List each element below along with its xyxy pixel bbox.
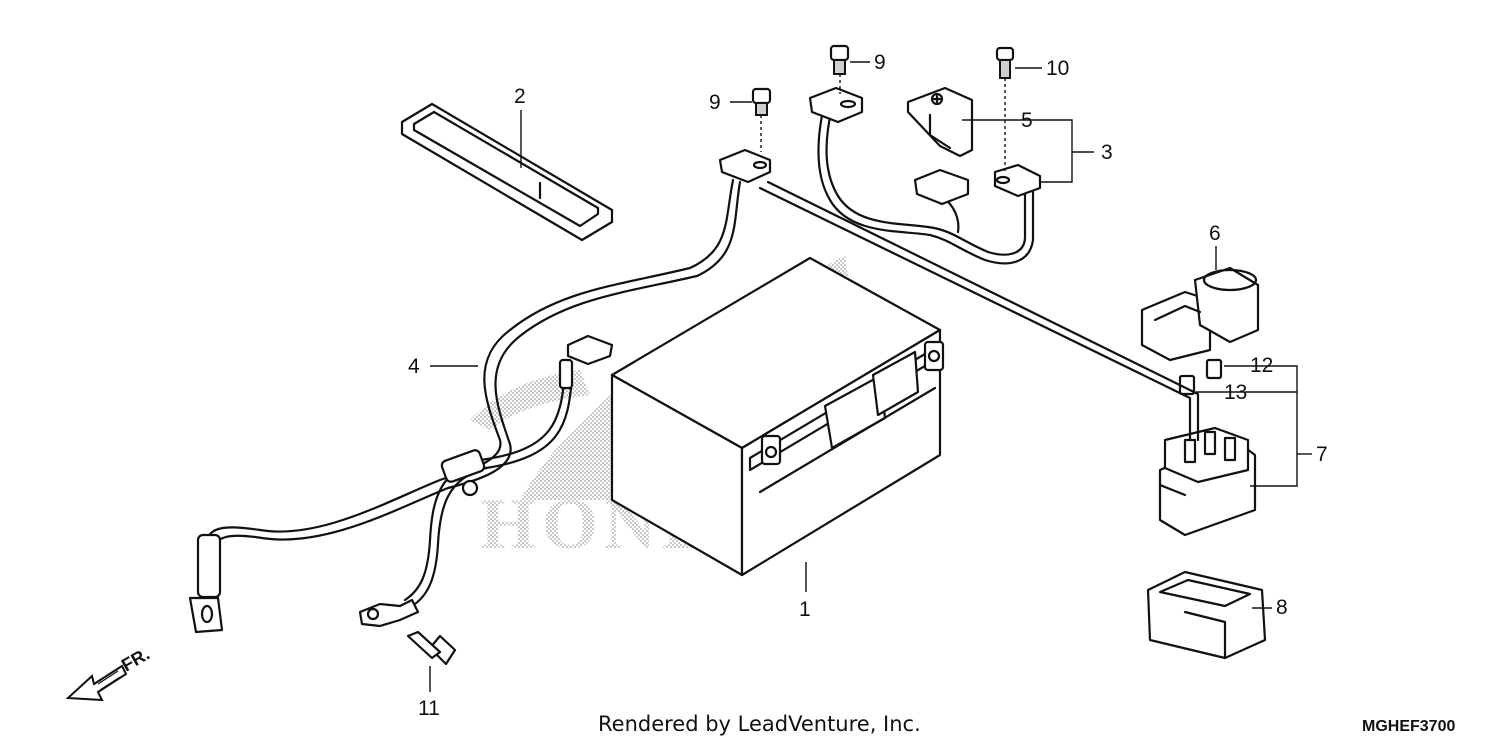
callout-11: 11 [418,697,440,720]
callout-5: 5 [1021,109,1033,132]
render-credit: Rendered by LeadVenture, Inc. [598,712,921,736]
callout-10: 10 [1046,57,1069,80]
callout-9-right: 9 [874,51,886,74]
starter-relay [1158,426,1257,537]
battery [610,256,945,577]
battery-cable [188,148,772,634]
callout-2: 2 [514,85,526,108]
connector-cover [1140,266,1260,362]
terminal-cover [906,86,974,158]
relay-cover [1146,570,1267,660]
leader-lines [429,61,1312,692]
callout-8: 8 [1276,596,1288,619]
battery-strap [400,102,614,242]
callout-12: 12 [1250,354,1273,377]
callout-4: 4 [408,355,420,378]
front-direction-indicator: FR. [65,644,153,702]
callout-6: 6 [1209,222,1221,245]
bolt-11 [406,630,457,666]
bolt-9-right [829,44,850,94]
bolt-10 [995,46,1015,172]
diagram-code: MGHEF3700 [1362,718,1455,735]
main-fuse [1205,358,1223,380]
callout-13: 13 [1224,381,1247,404]
callout-7: 7 [1316,443,1328,466]
bolt-9-left [751,87,772,152]
callout-9-left: 9 [709,91,721,114]
positive-cable [808,86,1042,265]
callout-3: 3 [1101,141,1113,164]
callouts: 1 2 3 4 5 6 7 8 9 9 10 11 12 13 [408,51,1328,720]
relay-harness-wire [758,186,1192,442]
front-arrow-icon [65,664,128,702]
callout-1: 1 [799,598,811,621]
